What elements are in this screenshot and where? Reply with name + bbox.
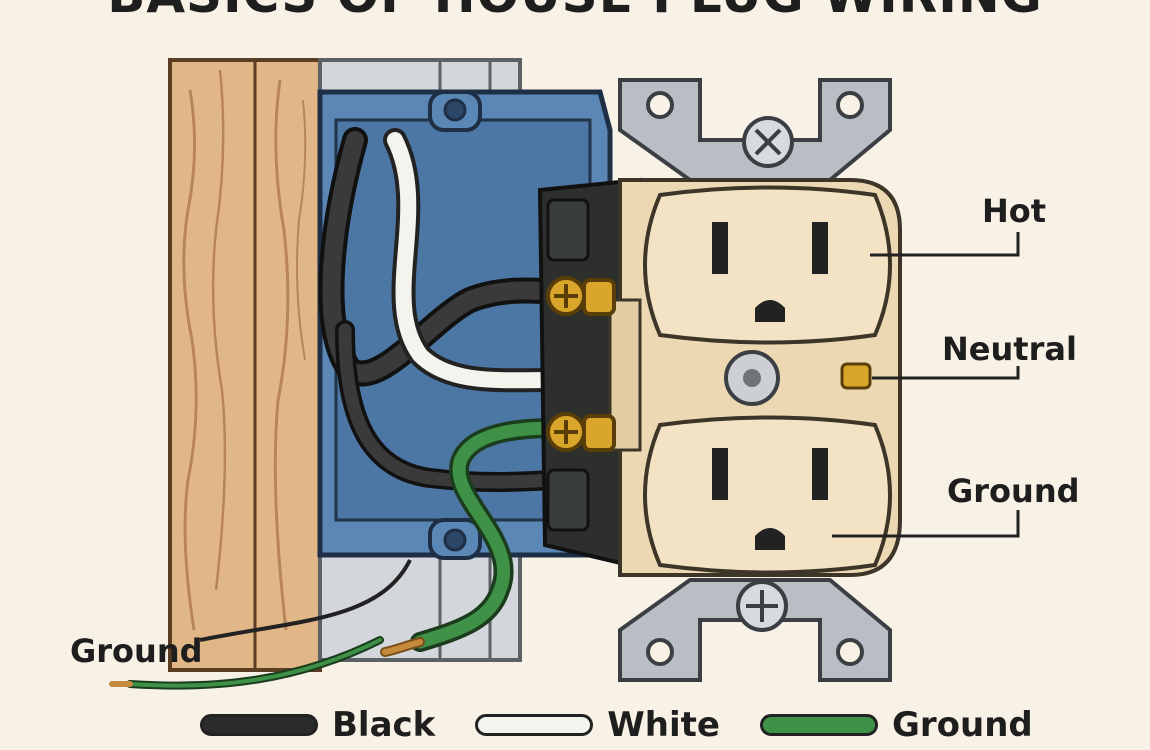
receptacle-face [608, 178, 902, 577]
label-leaders [832, 232, 1020, 538]
wood-stud [168, 58, 322, 672]
legend-label-black: Black [332, 705, 436, 745]
legend-item-black: Black [200, 705, 435, 745]
legend-label-white: White [607, 705, 720, 745]
label-neutral: Neutral [942, 330, 1077, 368]
label-hot: Hot [982, 192, 1047, 230]
diagram-title: BASICS OF HOUSE PLUG WIRING [0, 0, 1150, 24]
wires [109, 127, 573, 690]
mounting-strap [618, 78, 892, 682]
legend-item-ground: Ground [759, 705, 1033, 745]
label-ground-left: Ground [70, 632, 203, 670]
legend-label-ground: Ground [891, 705, 1033, 745]
label-ground-right: Ground [947, 472, 1080, 510]
legend-swatch-ground [759, 714, 878, 736]
wire-color-legend: Black White Ground [200, 700, 1073, 750]
terminal-screws [546, 276, 872, 452]
legend-swatch-black [200, 714, 318, 736]
brass-screw-lower [546, 412, 616, 452]
brass-screw-side [840, 362, 872, 390]
legend-swatch-white [475, 714, 594, 736]
brass-screw-upper [546, 276, 616, 316]
legend-item-white: White [475, 705, 720, 745]
